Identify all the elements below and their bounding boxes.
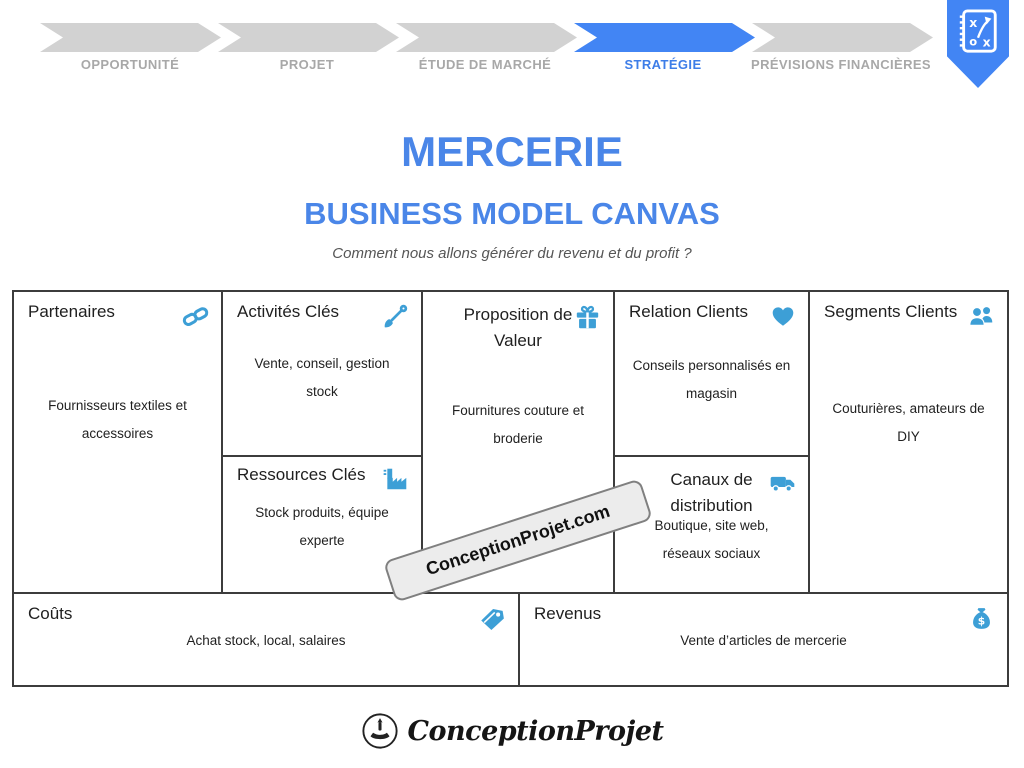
cell-content: Stock produits, équipe experte: [255, 505, 389, 548]
cell-content: Fournisseurs textiles et accessoires: [48, 398, 187, 441]
users-icon: [969, 306, 993, 326]
factory-icon: [383, 468, 407, 490]
process-step-strategie: [574, 23, 755, 52]
cell-content: Vente, conseil, gestion stock: [254, 356, 390, 399]
cell-content: Conseils personnalisés en magasin: [632, 358, 791, 401]
cell-title: Proposition de Valeur: [463, 305, 573, 350]
process-step-label: PROJET: [279, 57, 335, 72]
cell-title: Canaux de distribution: [670, 470, 753, 515]
price-tag-icon: [481, 609, 504, 630]
svg-text:$: $: [978, 614, 985, 627]
cell-content: Boutique, site web, réseaux sociaux: [654, 518, 769, 561]
process-step-opportunite: [40, 23, 221, 52]
svg-text:o: o: [969, 34, 977, 48]
page-subtitle: BUSINESS MODEL CANVAS: [304, 196, 720, 231]
chain-link-icon: [182, 307, 209, 326]
strategy-plan-icon: x o x: [959, 9, 997, 53]
heart-icon: [772, 307, 794, 326]
process-step-label: OPPORTUNITÉ: [80, 57, 180, 72]
svg-text:x: x: [969, 15, 977, 30]
cell-content: Achat stock, local, salaires: [186, 633, 346, 648]
cell-content: Couturières, amateurs de DIY: [832, 401, 985, 444]
footer-brand-text: ConceptionProjet: [407, 715, 664, 747]
cell-title: Relation Clients: [629, 302, 749, 321]
cell-title: Revenus: [534, 604, 602, 623]
process-step-previsions: [752, 23, 933, 52]
cell-title: Coûts: [28, 604, 73, 623]
cell-relation-clients: Relation Clients Conseils personnalisés …: [615, 292, 810, 457]
process-step-label: PRÉVISIONS FINANCIÈRES: [751, 57, 931, 72]
process-step-projet: [218, 23, 399, 52]
money-bag-icon: $: [973, 608, 990, 629]
cell-title: Partenaires: [28, 302, 115, 321]
truck-icon: [770, 476, 795, 492]
cell-content: Vente d’articles de mercerie: [680, 633, 847, 648]
cell-partenaires: Partenaires Fournisseurs textiles et acc…: [14, 292, 223, 592]
cell-title: Segments Clients: [824, 302, 958, 321]
gift-icon: [576, 305, 599, 329]
page-title: MERCERIE: [401, 128, 623, 175]
business-model-canvas: Partenaires Fournisseurs textiles et acc…: [12, 290, 1009, 687]
cell-couts: Coûts Achat stock, local, salaires: [14, 592, 520, 685]
cell-activites-cles: Activités Clés Vente, conseil, gestion s…: [223, 292, 423, 457]
footer-logo: ConceptionProjet: [0, 712, 1024, 750]
svg-text:x: x: [983, 34, 991, 49]
hand-rocket-logo-icon: [361, 713, 398, 749]
page-tagline: Comment nous allons générer du revenu et…: [332, 245, 692, 262]
process-step-etude-de-marche: [396, 23, 577, 52]
cell-segments-clients: Segments Clients Couturières, amateurs d…: [810, 292, 1007, 592]
cell-title: Activités Clés: [237, 302, 340, 321]
cell-content: Fournitures couture et broderie: [451, 403, 585, 446]
cell-title: Ressources Clés: [237, 465, 366, 484]
shovel-icon: [384, 304, 408, 328]
process-step-label-active: STRATÉGIE: [624, 57, 702, 72]
cell-revenus: Revenus $ Vente d’articles de mercerie: [520, 592, 1007, 685]
process-step-label: ÉTUDE DE MARCHÉ: [418, 57, 552, 72]
strategy-ribbon: x o x: [947, 0, 1009, 88]
cell-canaux-de-distribution: Canaux de distribution Boutique, site we…: [615, 457, 810, 592]
